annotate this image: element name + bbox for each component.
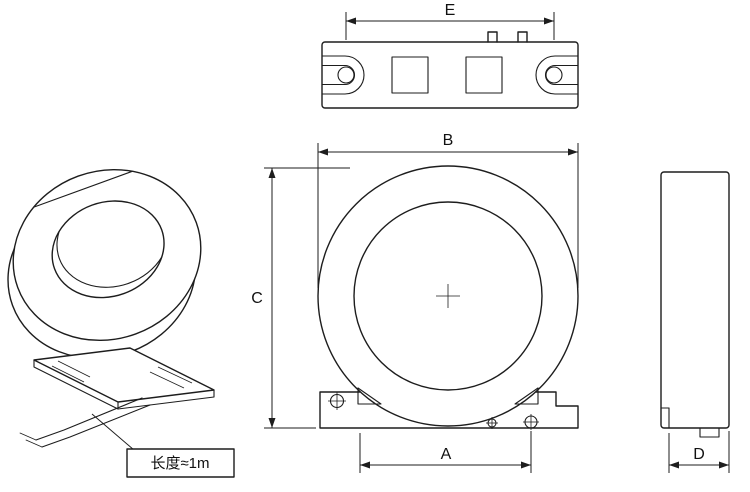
isometric-view: 长度≈1m (7, 168, 235, 478)
front-inner-circle (353, 201, 543, 391)
side-view (660, 171, 730, 438)
dimension-b: B (317, 132, 579, 288)
side-view-foot-tab (699, 427, 720, 438)
dimension-d: D (668, 431, 730, 473)
wire-1-tip (19, 432, 37, 441)
iso-ring-top-seam (33, 170, 133, 208)
iso-wires (19, 397, 151, 448)
side-view-base-step (660, 407, 670, 429)
front-view (317, 165, 579, 430)
wire-2-tip (25, 439, 43, 448)
dimension-label-c: C (251, 290, 263, 307)
dimension-label-e: E (445, 2, 456, 19)
iso-base-slots (51, 360, 193, 389)
wire-length-callout: 长度≈1m (91, 413, 235, 478)
top-view-left-slot (321, 55, 365, 95)
top-view-tabs (487, 31, 528, 43)
front-small-hole (486, 417, 498, 429)
iso-ring-hole (51, 200, 165, 299)
front-base-outline (319, 391, 579, 429)
dimension-e: E (345, 2, 555, 40)
wire-length-leader-line (91, 413, 135, 451)
side-view-body (660, 171, 730, 429)
dimension-label-b: B (443, 132, 454, 149)
front-outer-circle (317, 165, 579, 427)
wire-length-label: 长度≈1m (150, 455, 209, 472)
wire-length-label-box (126, 448, 235, 478)
iso-base (33, 347, 215, 410)
iso-base-plate (33, 347, 215, 403)
front-center-mark (436, 284, 460, 308)
dimension-c: C (251, 167, 350, 429)
dimension-a: A (359, 431, 532, 473)
top-view-right-slot (535, 55, 579, 95)
top-view (321, 31, 579, 109)
top-view-square-openings (391, 56, 503, 94)
wire-1 (35, 397, 143, 441)
dimension-label-a: A (441, 446, 452, 463)
wire-2 (41, 404, 151, 448)
front-mounting-hole-left (328, 392, 346, 410)
front-gussets (357, 387, 539, 405)
dimension-label-d: D (693, 446, 705, 463)
front-mounting-hole-right (523, 414, 539, 430)
top-view-body (321, 41, 579, 109)
